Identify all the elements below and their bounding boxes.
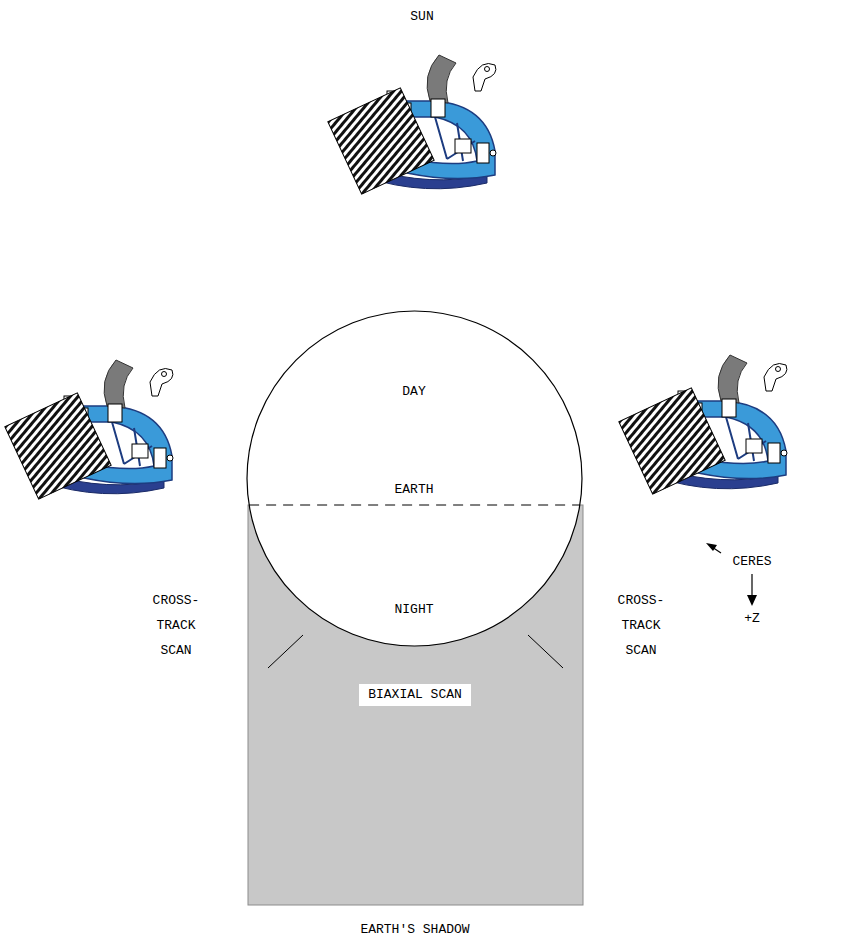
node-text: BIAXIAL SCAN [368, 687, 462, 703]
earth-circle: DAY EARTH NIGHT [246, 310, 583, 647]
axis-arrow [751, 574, 752, 596]
node-text: NIGHT [394, 602, 433, 618]
scan-mode-label: CROSS- TRACK SCAN [609, 588, 673, 663]
arrow-head [747, 595, 757, 606]
arrow-head [706, 543, 717, 551]
earth-outline [247, 311, 582, 646]
earth-circle-outline [246, 310, 583, 647]
node-text: EARTH [394, 482, 433, 498]
node-text: DAY [402, 384, 425, 400]
scan-line [268, 635, 563, 668]
shadow-fill [248, 505, 583, 905]
instrument-label: CERES [732, 549, 771, 574]
satellite-left [5, 360, 173, 499]
satellite-top [328, 55, 496, 194]
scan-label-box: BIAXIAL SCAN [359, 684, 471, 706]
satellite-right [619, 355, 787, 494]
scan-mode-label: CROSS- TRACK SCAN [144, 588, 208, 663]
axis-label: +Z [744, 606, 760, 631]
sun-label: SUN [410, 4, 433, 29]
node-text: EARTH'S SHADOW [360, 922, 469, 938]
terminator-line [249, 505, 580, 506]
